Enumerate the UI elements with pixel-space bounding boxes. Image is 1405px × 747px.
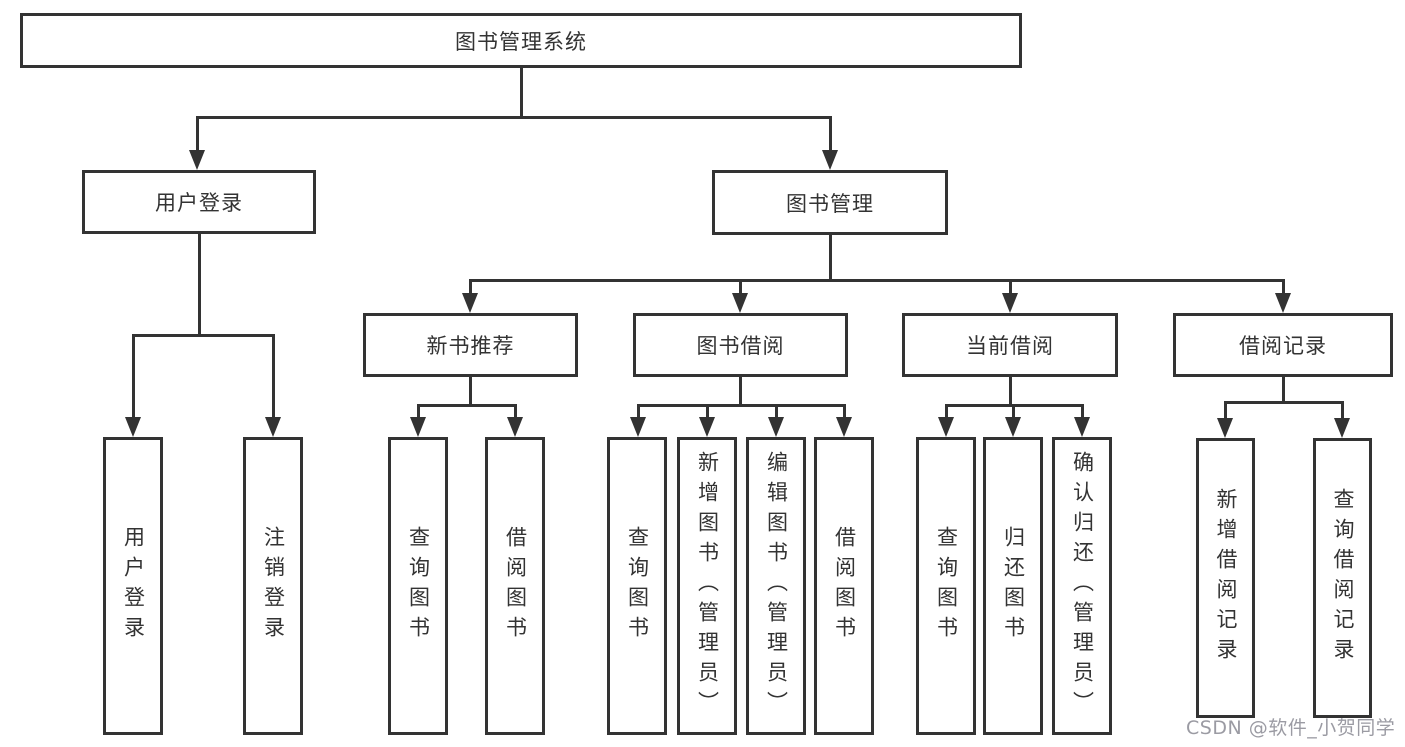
leaf-recommend-borrow-book: 借阅图书 xyxy=(485,437,545,735)
connector-line xyxy=(1224,401,1227,418)
node-current-borrow: 当前借阅 xyxy=(902,313,1118,377)
leaf-record-query-record-label: 查询借阅记录 xyxy=(1331,488,1355,668)
leaf-record-add-record: 新增借阅记录 xyxy=(1196,438,1255,718)
leaf-record-query-record: 查询借阅记录 xyxy=(1313,438,1372,718)
leaf-recommend-borrow-book-label: 借阅图书 xyxy=(503,526,528,646)
node-new-book-recommend: 新书推荐 xyxy=(363,313,578,377)
leaf-borrow-edit-book-admin-label: 编辑图书（管理员） xyxy=(764,451,789,721)
arrow-down-icon xyxy=(630,417,646,437)
connector-line xyxy=(829,116,832,154)
connector-line xyxy=(1224,401,1343,404)
connector-line xyxy=(198,234,201,337)
leaf-borrow-borrow-book-label: 借阅图书 xyxy=(832,526,857,646)
connector-line xyxy=(469,279,1285,282)
connector-line xyxy=(1009,279,1012,296)
node-book-borrow-label: 图书借阅 xyxy=(696,334,785,358)
connector-line xyxy=(132,334,135,418)
arrow-down-icon xyxy=(836,417,852,437)
connector-line xyxy=(417,404,420,419)
leaf-current-confirm-return-admin: 确认归还（管理员） xyxy=(1052,437,1112,735)
arrow-down-icon xyxy=(1002,293,1018,313)
connector-line xyxy=(1081,404,1084,419)
arrow-down-icon xyxy=(189,150,205,170)
arrow-down-icon xyxy=(938,417,954,437)
connector-line xyxy=(637,404,845,407)
connector-line xyxy=(196,116,199,154)
node-user-login: 用户登录 xyxy=(82,170,316,234)
leaf-user-login: 用户登录 xyxy=(103,437,163,735)
arrow-down-icon xyxy=(1275,293,1291,313)
arrow-down-icon xyxy=(1217,418,1233,438)
connector-line xyxy=(132,334,275,337)
leaf-current-return-book: 归还图书 xyxy=(983,437,1043,735)
arrow-down-icon xyxy=(699,417,715,437)
leaf-current-query-book-label: 查询图书 xyxy=(934,526,959,646)
node-root-label: 图书管理系统 xyxy=(455,29,587,54)
leaf-borrow-borrow-book: 借阅图书 xyxy=(814,437,874,735)
leaf-logout: 注销登录 xyxy=(243,437,303,735)
arrow-down-icon xyxy=(462,293,478,313)
arrow-down-icon xyxy=(265,417,281,437)
leaf-recommend-query-book-label: 查询图书 xyxy=(406,526,431,646)
leaf-borrow-add-book-admin: 新增图书（管理员） xyxy=(677,437,737,735)
leaf-borrow-add-book-admin-label: 新增图书（管理员） xyxy=(695,451,720,721)
arrow-down-icon xyxy=(125,417,141,437)
connector-line xyxy=(196,116,832,119)
connector-line xyxy=(775,404,778,419)
connector-line xyxy=(829,235,832,281)
leaf-borrow-query-book-label: 查询图书 xyxy=(625,526,650,646)
connector-line xyxy=(417,404,517,407)
node-current-borrow-label: 当前借阅 xyxy=(966,334,1054,358)
connector-line xyxy=(1341,401,1344,418)
leaf-current-return-book-label: 归还图书 xyxy=(1001,526,1026,646)
node-root: 图书管理系统 xyxy=(20,13,1022,68)
node-book-management-label: 图书管理 xyxy=(786,191,874,216)
arrow-down-icon xyxy=(822,150,838,170)
node-borrow-record-label: 借阅记录 xyxy=(1239,334,1327,358)
arrow-down-icon xyxy=(1005,417,1021,437)
node-book-management: 图书管理 xyxy=(712,170,948,235)
watermark: CSDN @软件_小贺同学 xyxy=(1186,717,1396,739)
connector-line xyxy=(514,404,517,419)
leaf-borrow-query-book: 查询图书 xyxy=(607,437,667,735)
connector-line xyxy=(1012,404,1015,419)
arrow-down-icon xyxy=(410,417,426,437)
node-user-login-label: 用户登录 xyxy=(155,191,243,215)
leaf-user-login-label: 用户登录 xyxy=(121,526,146,646)
leaf-record-add-record-label: 新增借阅记录 xyxy=(1214,488,1238,668)
arrow-down-icon xyxy=(1334,418,1350,438)
connector-line xyxy=(945,404,948,419)
arrow-down-icon xyxy=(732,293,748,313)
arrow-down-icon xyxy=(507,417,523,437)
leaf-current-confirm-return-admin-label: 确认归还（管理员） xyxy=(1070,451,1095,721)
node-new-book-recommend-label: 新书推荐 xyxy=(426,334,515,358)
arrow-down-icon xyxy=(1074,417,1090,437)
connector-line xyxy=(706,404,709,419)
connector-line xyxy=(1282,279,1285,296)
connector-line xyxy=(739,377,742,407)
node-book-borrow: 图书借阅 xyxy=(633,313,848,377)
connector-line xyxy=(637,404,640,419)
connector-line xyxy=(272,334,275,418)
connector-line xyxy=(520,68,523,118)
connector-line xyxy=(469,279,472,296)
connector-line xyxy=(1282,377,1285,404)
leaf-recommend-query-book: 查询图书 xyxy=(388,437,448,735)
leaf-logout-label: 注销登录 xyxy=(261,526,286,646)
connector-line xyxy=(843,404,846,419)
node-borrow-record: 借阅记录 xyxy=(1173,313,1393,377)
connector-line xyxy=(469,377,472,407)
leaf-borrow-edit-book-admin: 编辑图书（管理员） xyxy=(746,437,806,735)
connector-line xyxy=(739,279,742,296)
arrow-down-icon xyxy=(768,417,784,437)
connector-line xyxy=(1009,377,1012,407)
leaf-current-query-book: 查询图书 xyxy=(916,437,976,735)
